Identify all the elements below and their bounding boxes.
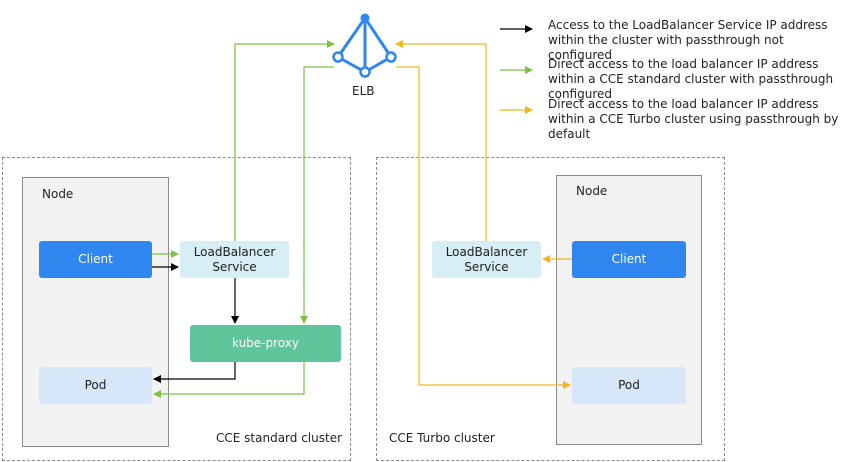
legend-text-yellow: Direct access to the load balancer IP ad… — [548, 97, 839, 141]
turbo-pod-box: Pod — [572, 367, 686, 404]
turbo-lb-service-box: LoadBalancer Service — [432, 241, 541, 278]
elb-icon — [332, 13, 397, 78]
turbo-client-box: Client — [572, 241, 686, 278]
standard-node-label: Node — [42, 187, 74, 201]
green-lbs-to-elb — [234, 40, 335, 241]
standard-client-box: Client — [39, 241, 152, 278]
green-elb-to-kube-proxy — [300, 66, 334, 324]
turbo-cluster-label: CCE Turbo cluster — [389, 431, 495, 445]
standard-pod-box: Pod — [39, 367, 152, 404]
yellow-elb-to-pod — [396, 66, 571, 389]
black-kube-proxy-to-pod — [153, 362, 236, 383]
yellow-lbs-to-elb — [395, 40, 487, 241]
standard-cluster-label: CCE standard cluster — [216, 431, 343, 445]
kube-proxy-box: kube-proxy — [190, 325, 341, 362]
elb-label: ELB — [352, 84, 375, 98]
green-kube-proxy-to-pod — [153, 362, 305, 398]
turbo-node-label: Node — [576, 184, 608, 198]
legend-text-green: Direct access to the load balancer IP ad… — [548, 57, 834, 101]
legend-text-black: Access to the LoadBalancer Service IP ad… — [548, 18, 828, 62]
standard-lb-service-box: LoadBalancer Service — [180, 241, 289, 278]
cce-turbo-cluster — [376, 157, 725, 461]
cce-standard-cluster — [2, 157, 351, 461]
